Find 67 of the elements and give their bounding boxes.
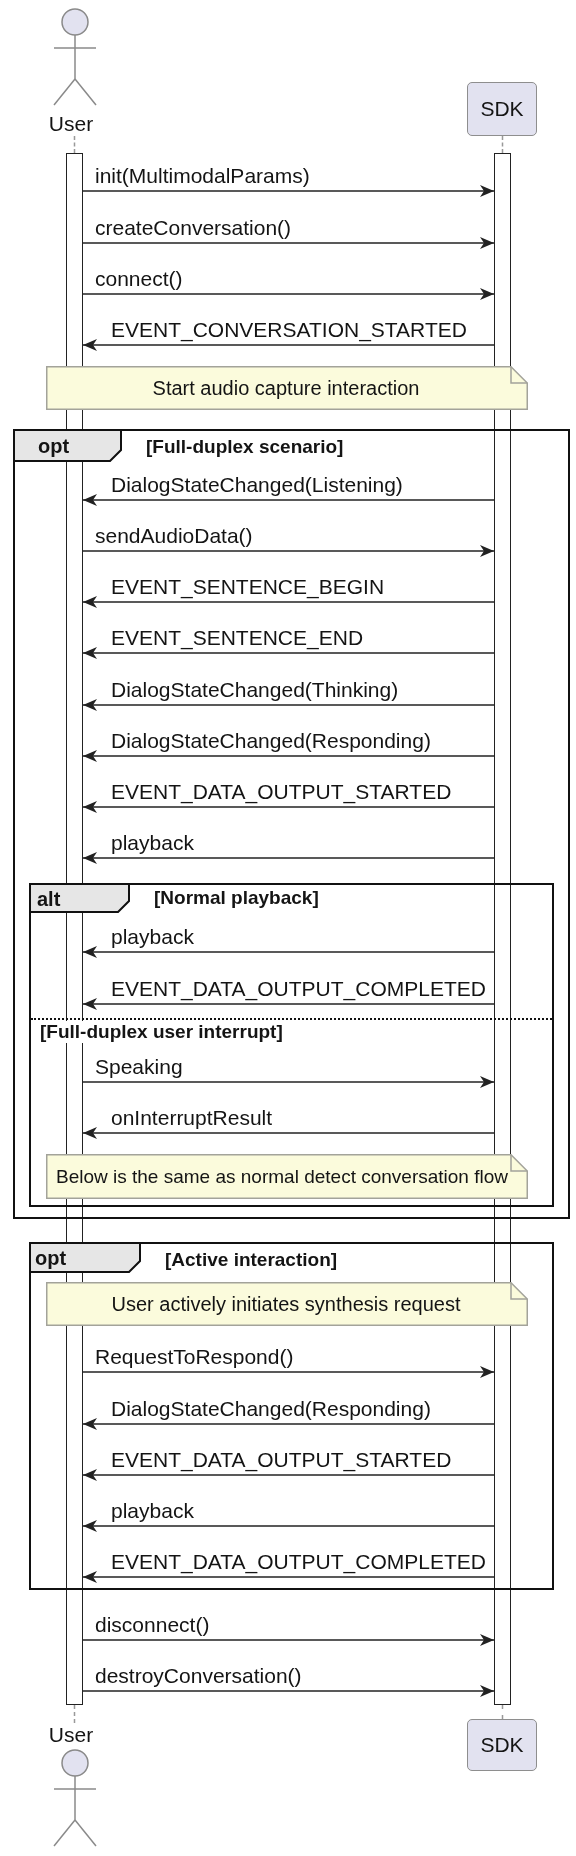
message-label: RequestToRespond() xyxy=(95,1345,294,1369)
message-arrow xyxy=(82,946,495,958)
message-arrow xyxy=(82,545,495,557)
message-arrow xyxy=(82,185,495,197)
fragment-frame xyxy=(29,883,554,1207)
fragment-frame xyxy=(29,1242,554,1590)
message-label: EVENT_DATA_OUTPUT_COMPLETED xyxy=(111,977,486,1001)
guard-condition: [Active interaction] xyxy=(164,1249,339,1271)
message-arrow xyxy=(82,998,495,1010)
message-arrow xyxy=(82,1571,495,1583)
message-label: onInterruptResult xyxy=(111,1106,273,1130)
message-arrow xyxy=(82,237,495,249)
message-arrow xyxy=(82,750,495,762)
message-arrow xyxy=(82,1366,495,1378)
message-arrow xyxy=(82,494,495,506)
note: Start audio capture interaction xyxy=(46,366,528,410)
message-label: EVENT_DATA_OUTPUT_STARTED xyxy=(111,1448,452,1472)
message-arrow xyxy=(82,1469,495,1481)
lifeline-dash xyxy=(73,135,76,154)
note: User actively initiates synthesis request xyxy=(46,1282,528,1326)
message-label: DialogStateChanged(Responding) xyxy=(111,729,431,753)
message-label: disconnect() xyxy=(95,1613,210,1637)
fragment-tab: opt xyxy=(31,1244,141,1273)
guard-condition: [Full-duplex scenario] xyxy=(145,436,345,458)
guard-condition: [Full-duplex user interrupt] xyxy=(38,1021,285,1043)
message-arrow xyxy=(82,1127,495,1139)
message-label: DialogStateChanged(Responding) xyxy=(111,1397,431,1421)
message-label: EVENT_DATA_OUTPUT_STARTED xyxy=(111,780,452,804)
fragment-tab: alt xyxy=(31,885,130,913)
lifeline-dash xyxy=(501,1704,504,1720)
message-label: destroyConversation() xyxy=(95,1664,302,1688)
message-arrow xyxy=(82,852,495,864)
message-arrow xyxy=(82,1418,495,1430)
message-arrow xyxy=(82,596,495,608)
actor-label: User xyxy=(46,112,96,136)
participant-box: SDK xyxy=(467,1719,537,1771)
message-label: playback xyxy=(111,925,194,949)
message-arrow xyxy=(82,647,495,659)
guard-condition: [Normal playback] xyxy=(153,887,320,909)
message-label: Speaking xyxy=(95,1055,183,1079)
message-label: playback xyxy=(111,831,194,855)
message-label: DialogStateChanged(Thinking) xyxy=(111,678,399,702)
lifeline-dash xyxy=(501,135,504,154)
message-label: EVENT_DATA_OUTPUT_COMPLETED xyxy=(111,1550,486,1574)
fragment-frame xyxy=(13,429,570,1219)
message-label: connect() xyxy=(95,267,183,291)
message-label: EVENT_SENTENCE_BEGIN xyxy=(111,575,385,599)
message-arrow xyxy=(82,339,495,351)
actor-label: User xyxy=(46,1723,96,1747)
message-arrow xyxy=(82,1685,495,1697)
message-label: sendAudioData() xyxy=(95,524,253,548)
message-label: playback xyxy=(111,1499,194,1523)
message-label: createConversation() xyxy=(95,216,292,240)
message-label: EVENT_CONVERSATION_STARTED xyxy=(111,318,467,342)
message-arrow xyxy=(82,699,495,711)
message-label: init(MultimodalParams) xyxy=(95,164,310,188)
message-arrow xyxy=(82,801,495,813)
message-label: EVENT_SENTENCE_END xyxy=(111,626,364,650)
fragment-tab: opt xyxy=(15,431,122,462)
message-arrow xyxy=(82,1520,495,1532)
participant-box: SDK xyxy=(467,82,537,136)
message-label: DialogStateChanged(Listening) xyxy=(111,473,403,497)
note: Below is the same as normal detect conversation flow xyxy=(46,1154,528,1199)
lifeline-dash xyxy=(73,1704,76,1724)
message-arrow xyxy=(82,1634,495,1646)
message-arrow xyxy=(82,1076,495,1088)
message-arrow xyxy=(82,288,495,300)
